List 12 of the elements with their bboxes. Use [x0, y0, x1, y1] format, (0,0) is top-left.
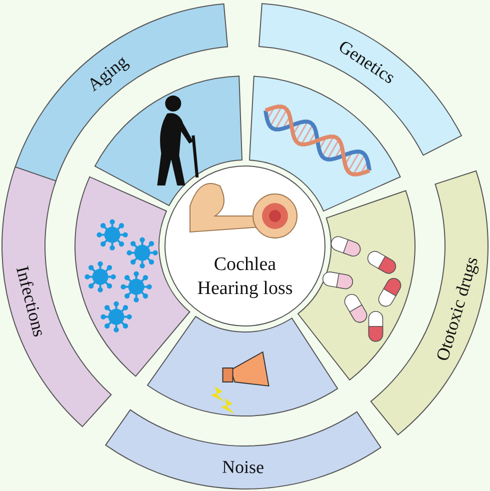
category-label: Infections	[12, 264, 50, 339]
center-subtitle: Hearing loss	[197, 278, 293, 299]
picture-panel	[147, 316, 338, 416]
category-band	[105, 409, 382, 490]
picture-panel	[74, 176, 190, 377]
category-band	[370, 170, 488, 436]
picture-panel	[297, 190, 416, 380]
category-band	[258, 3, 462, 156]
category-label: Ototoxic drugs	[432, 254, 482, 364]
center-title: Cochlea	[214, 254, 276, 275]
category-band	[2, 166, 112, 428]
category-label: Noise	[222, 456, 264, 478]
